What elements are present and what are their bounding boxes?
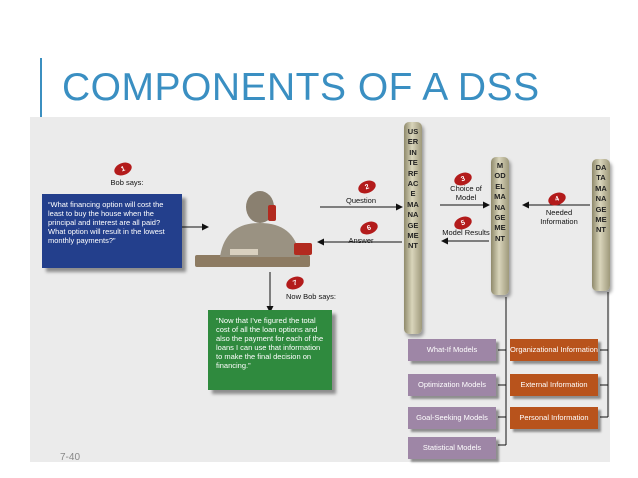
model-box-statistical: Statistical Models (408, 437, 496, 459)
model-box-what-if: What-If Models (408, 339, 496, 361)
answer-label: Answer (348, 236, 374, 245)
needed-information-label: Needed Information (540, 208, 578, 226)
bob-question-box: “What financing option will cost the lea… (42, 194, 182, 268)
now-bob-says-label: Now Bob says: (285, 292, 337, 301)
user-interface-management-bar (404, 122, 422, 334)
model-management-label: MODEL MANAGEMENT (494, 161, 506, 243)
question-label: Question (345, 196, 377, 205)
page-number: 7-40 (60, 452, 81, 463)
telephone-icon (294, 243, 312, 255)
data-box-external: External Information (510, 374, 598, 396)
data-box-organizational: Organizational Information (510, 339, 598, 361)
user-interface-management-label: USER INTERFACE MANAGEMENT (407, 127, 419, 251)
torso-icon (220, 223, 300, 257)
title-accent-rule (40, 58, 42, 118)
desk-icon (195, 255, 310, 267)
papers-icon (230, 249, 258, 255)
data-management-label: DATA MANAGEMENT (595, 163, 607, 235)
data-management-bar (592, 159, 610, 291)
head-icon (246, 191, 274, 223)
bob-final-statement-box: “Now that I’ve figured the total cost of… (208, 310, 332, 390)
data-box-personal: Personal Information (510, 407, 598, 429)
bob-says-label: Bob says: (110, 178, 144, 187)
model-box-goal-seeking: Goal-Seeking Models (408, 407, 496, 429)
bob-at-desk-illustration (195, 191, 312, 267)
phone-handset-icon (268, 205, 276, 221)
model-box-optimization: Optimization Models (408, 374, 496, 396)
model-results-label: Model Results (442, 228, 490, 237)
model-management-bar (491, 157, 509, 295)
choice-of-model-label: Choice of Model (450, 184, 482, 202)
dss-diagram: 1 Bob says: “What financing option will … (30, 117, 610, 462)
slide-title: COMPONENTS OF A DSS (62, 66, 540, 109)
